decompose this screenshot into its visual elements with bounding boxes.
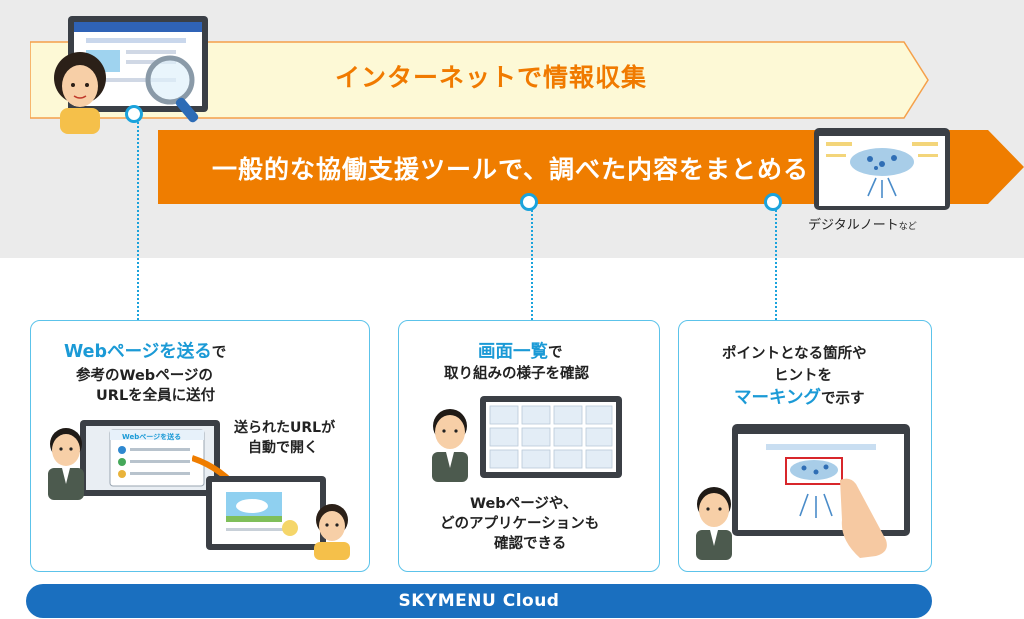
card-send-callout1: 送られたURLが: [234, 420, 336, 436]
digital-note-suffix: など: [898, 222, 917, 232]
card-send-highlight: Webページを送る: [64, 342, 212, 362]
student-tablet-illustration: [192, 455, 350, 560]
card-mark-line1: ポイントとなる箇所や: [722, 346, 867, 362]
marking-tablet-illustration: [696, 424, 910, 560]
card-send-callout2: 自動で開く: [248, 440, 318, 456]
card-send-screen-title: Webページを送る: [122, 433, 182, 441]
tools-banner-arrow: [158, 130, 1024, 204]
card-list-line2: 取り組みの様子を確認: [444, 366, 589, 382]
connector-line-3: [775, 210, 777, 320]
internet-banner-arrow: [30, 41, 929, 119]
digital-note-label: デジタルノートなど: [808, 214, 917, 233]
card-list-heading: 画面一覧で: [478, 342, 563, 363]
card-list-rest: で: [548, 345, 563, 361]
internet-banner-text: インターネットで情報収集: [335, 63, 648, 92]
card-list-bottom1: Webページや、: [470, 496, 578, 512]
connector-dot-2: [520, 193, 538, 211]
card-send-line2: 参考のWebページの: [76, 368, 213, 384]
connector-line-2: [531, 210, 533, 320]
screen-list-illustration: [432, 396, 622, 482]
card-mark-line3: マーキングで示す: [734, 388, 864, 409]
card-mark-rest: で示す: [820, 391, 865, 407]
connector-dot-3: [764, 193, 782, 211]
card-list-highlight: 画面一覧: [478, 342, 548, 362]
card-mark-highlight: マーキング: [734, 388, 821, 408]
card-list-bottom3: 確認できる: [494, 536, 567, 552]
card-send-line3: URLを全員に送付: [96, 388, 216, 404]
connector-line-1: [137, 122, 139, 320]
card-send-heading: Webページを送るで: [64, 342, 226, 363]
teacher-laptop-illustration: [48, 420, 220, 500]
card-send-rest: で: [211, 345, 227, 361]
card-mark-line2: ヒントを: [774, 368, 832, 384]
connector-dot-1: [125, 105, 143, 123]
digital-note-tablet-illustration: [814, 128, 950, 210]
skymenu-cloud-bar: SKYMENU Cloud: [26, 584, 932, 618]
tools-banner-text: 一般的な協働支援ツールで、調べた内容をまとめる: [212, 155, 810, 184]
card-list-bottom2: どのアプリケーションも: [440, 516, 600, 532]
digital-note-text: デジタルノート: [808, 218, 899, 233]
girl-search-illustration: [54, 16, 208, 134]
